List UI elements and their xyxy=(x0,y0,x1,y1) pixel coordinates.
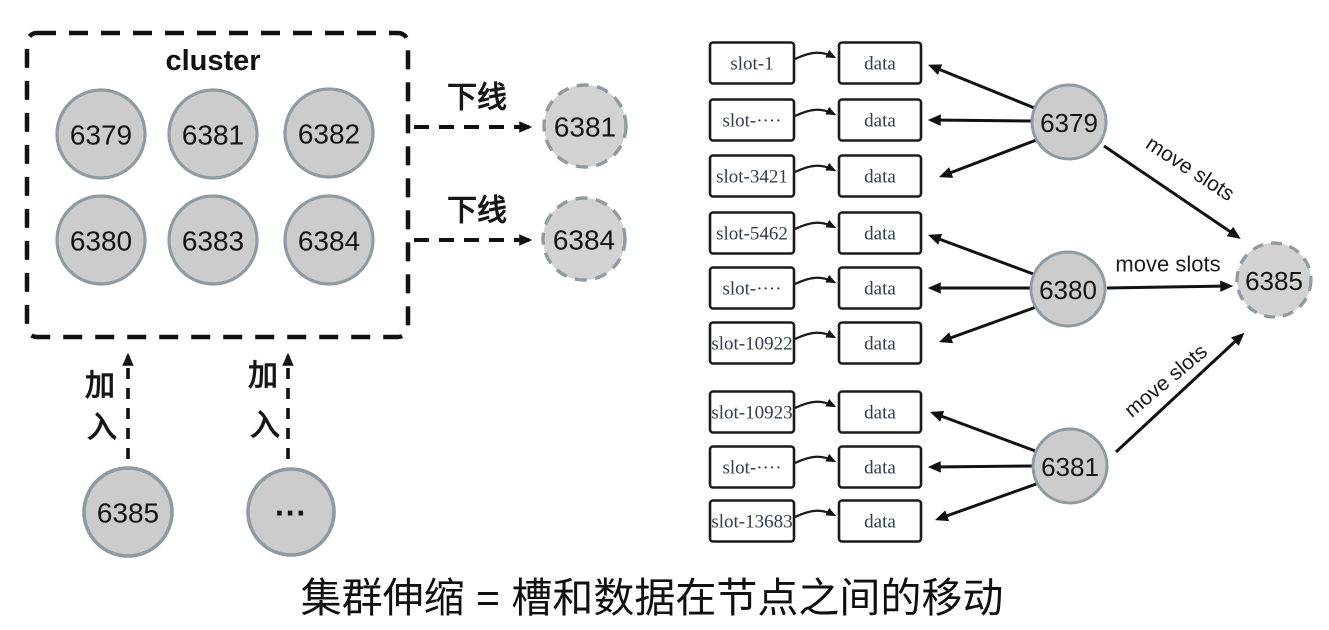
src-node-6380-circle xyxy=(1029,250,1107,328)
slot-label: slot-3421 xyxy=(716,167,788,188)
src-node-6379-circle xyxy=(1030,83,1108,161)
data-label: data xyxy=(864,167,896,188)
node-data-arrow xyxy=(938,304,1040,344)
slot-label: slot-···· xyxy=(722,458,781,479)
data-box xyxy=(837,499,923,543)
data-label: data xyxy=(864,224,896,245)
slot-box xyxy=(708,41,796,85)
data-box xyxy=(837,266,923,310)
src-node-6381-circle xyxy=(1031,427,1109,505)
offline-node-6384-circle xyxy=(541,196,627,282)
move-slots-label-1: move slots xyxy=(1142,132,1239,206)
node-data-arrow xyxy=(927,114,1032,126)
move-slots-label-2: move slots xyxy=(1115,252,1220,277)
data-box xyxy=(837,211,923,255)
data-label: data xyxy=(864,403,896,424)
node-6384-label: 6384 xyxy=(298,226,360,257)
slot-label: slot-13683 xyxy=(711,512,792,533)
node-6379-circle xyxy=(55,88,147,180)
slot-data-arrow xyxy=(794,329,837,340)
slot-box xyxy=(708,98,796,142)
join-node-6385-circle xyxy=(82,466,174,558)
slot-box xyxy=(708,499,796,543)
slot-data-arrow xyxy=(794,453,837,464)
join-node-ellipsis-circle xyxy=(246,467,336,557)
move-slots-label-3: move slots xyxy=(1120,340,1212,422)
data-box xyxy=(837,154,923,198)
node-6383-label: 6383 xyxy=(182,226,244,257)
slot-data-arrow xyxy=(794,274,837,285)
src-node-6381-label: 6381 xyxy=(1041,452,1099,482)
slot-label: slot-10923 xyxy=(711,403,792,424)
join-label-2-char1: 加 xyxy=(248,360,278,393)
slot-label: slot-···· xyxy=(722,279,781,300)
offline-node-6384-label: 6384 xyxy=(553,225,615,256)
cluster-title: cluster xyxy=(165,45,260,77)
data-box xyxy=(837,41,923,85)
node-6380-label: 6380 xyxy=(70,226,132,257)
slot-data-arrow xyxy=(794,507,837,518)
data-label: data xyxy=(864,111,896,132)
slot-box xyxy=(708,211,796,255)
data-label: data xyxy=(864,54,896,75)
slot-box xyxy=(708,445,796,489)
offline-label-2: 下线 xyxy=(447,195,507,228)
data-box xyxy=(837,445,923,489)
slot-label: slot-10922 xyxy=(711,334,792,355)
target-node-6385-label: 6385 xyxy=(1245,266,1303,296)
move-slots-arrow-1 xyxy=(1103,144,1241,239)
join-label-1-char1: 加 xyxy=(85,370,115,403)
join-label-1-char2: 入 xyxy=(87,412,117,445)
slot-data-arrow xyxy=(794,49,837,60)
src-node-6379-label: 6379 xyxy=(1040,108,1098,138)
slot-data-arrow xyxy=(794,219,837,230)
slot-box xyxy=(708,154,796,198)
offline-label-1: 下线 xyxy=(447,82,507,115)
node-data-arrow xyxy=(929,411,1039,454)
node-6384-circle xyxy=(283,194,375,286)
data-label: data xyxy=(864,279,896,300)
join-node-ellipsis-label: ··· xyxy=(275,495,307,531)
cluster-box xyxy=(24,30,411,340)
node-6381-label: 6381 xyxy=(182,120,244,151)
node-6382-label: 6382 xyxy=(298,119,360,150)
data-label: data xyxy=(864,458,896,479)
data-label: data xyxy=(864,334,896,355)
offline-node-6381-label: 6381 xyxy=(554,112,616,143)
node-data-arrow xyxy=(934,481,1040,522)
caption: 集群伸缩 = 槽和数据在节点之间的移动 xyxy=(301,575,1004,621)
slot-box xyxy=(708,321,796,365)
node-6381-circle xyxy=(167,88,259,180)
node-data-arrow xyxy=(938,137,1040,178)
slot-data-arrow xyxy=(794,106,837,117)
node-data-arrow xyxy=(927,461,1033,473)
data-label: data xyxy=(864,512,896,533)
node-6379-label: 6379 xyxy=(70,120,132,151)
slot-label: slot-···· xyxy=(722,111,781,132)
slot-box xyxy=(708,266,796,310)
data-box xyxy=(837,98,923,142)
slot-data-arrow xyxy=(794,398,837,409)
data-box xyxy=(837,390,923,434)
join-label-2-char2: 入 xyxy=(250,410,280,443)
node-6382-circle xyxy=(283,87,375,179)
node-data-arrow xyxy=(927,64,1038,111)
node-6383-circle xyxy=(167,194,259,286)
src-node-6380-label: 6380 xyxy=(1039,275,1097,305)
join-node-6385-label: 6385 xyxy=(97,498,159,529)
node-6380-circle xyxy=(55,194,147,286)
slot-box xyxy=(708,390,796,434)
move-slots-arrow-2 xyxy=(1106,280,1234,292)
slot-label: slot-5462 xyxy=(716,224,788,245)
node-data-arrow xyxy=(927,234,1037,277)
move-slots-arrow-3 xyxy=(1114,332,1245,454)
slot-label: slot-1 xyxy=(730,54,773,75)
data-box xyxy=(837,321,923,365)
slot-data-arrow xyxy=(794,162,837,173)
target-node-6385-circle xyxy=(1235,241,1313,319)
offline-node-6381-circle xyxy=(542,83,628,169)
